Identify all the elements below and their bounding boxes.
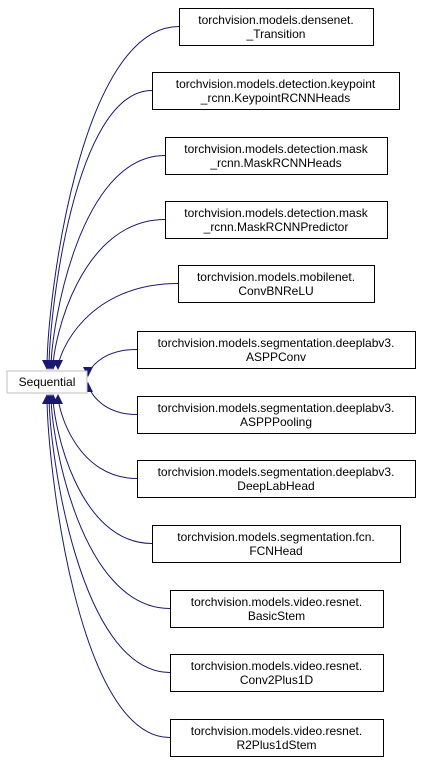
class-node[interactable]: torchvision.models.video.resnet.BasicSte… (170, 590, 384, 628)
class-node-box (137, 331, 416, 369)
class-node-label-line2: ASPPPooling (240, 415, 312, 429)
class-node-label-line2: ASPPConv (246, 350, 306, 364)
root-node-label: Sequential (19, 375, 76, 389)
class-node[interactable]: torchvision.models.segmentation.deeplabv… (137, 460, 416, 498)
class-node[interactable]: torchvision.models.detection.mask_rcnn.M… (165, 137, 388, 175)
class-node[interactable]: torchvision.models.segmentation.fcn.FCNH… (152, 525, 401, 563)
class-node-label-line1: torchvision.models.detection.mask (184, 206, 368, 220)
class-node[interactable]: torchvision.models.video.resnet.Conv2Plu… (170, 654, 384, 692)
class-node-box (137, 396, 416, 434)
class-node-label-line1: torchvision.models.segmentation.deeplabv… (158, 336, 395, 350)
class-node-label-line1: torchvision.models.segmentation.deeplabv… (158, 401, 395, 415)
nodes-layer: torchvision.models.densenet._Transitiont… (137, 8, 416, 757)
class-node[interactable]: torchvision.models.detection.keypoint_rc… (152, 72, 400, 110)
inheritance-edge (46, 155, 166, 370)
class-node-box (170, 590, 384, 628)
class-node-label-line1: torchvision.models.detection.keypoint (176, 77, 376, 91)
class-node-label-line2: ConvBNReLU (238, 284, 313, 298)
class-node-label-line1: torchvision.models.video.resnet. (191, 595, 362, 609)
inheritance-edge (53, 394, 138, 479)
class-node-box (152, 525, 401, 563)
class-node-box (152, 72, 400, 110)
inheritance-edge (83, 349, 138, 377)
class-node-box (170, 654, 384, 692)
inheritance-edge (44, 394, 171, 673)
root-node-box (6, 370, 88, 394)
class-node[interactable]: torchvision.models.video.resnet.R2Plus1d… (170, 719, 384, 757)
class-node-label-line1: torchvision.models.densenet. (198, 13, 353, 27)
class-node-box (165, 137, 388, 175)
class-node-label-line1: torchvision.models.video.resnet. (191, 724, 362, 738)
inheritance-edge (53, 283, 179, 370)
class-node[interactable]: torchvision.models.densenet._Transition (179, 8, 374, 46)
class-node-label-line1: torchvision.models.segmentation.deeplabv… (158, 465, 395, 479)
inheritance-edge (48, 219, 166, 370)
class-node[interactable]: torchvision.models.detection.mask_rcnn.M… (165, 201, 388, 239)
root-node[interactable]: Sequential (6, 370, 88, 394)
class-node-label-line2: _rcnn.MaskRCNNPredictor (203, 220, 349, 234)
class-node[interactable]: torchvision.models.segmentation.deeplabv… (137, 396, 416, 434)
inheritance-edge (46, 394, 171, 609)
class-node-label-line2: BasicStem (248, 609, 305, 623)
inheritance-edge (83, 382, 138, 415)
class-node-label-line2: FCNHead (249, 544, 302, 558)
class-node-box (170, 719, 384, 757)
class-node-label-line2: _rcnn.KeypointRCNNHeads (200, 91, 350, 105)
inheritance-edge (48, 394, 153, 544)
class-node-label-line1: torchvision.models.segmentation.fcn. (177, 530, 374, 544)
class-node-box (179, 8, 374, 46)
class-node-label-line2: _Transition (246, 27, 306, 41)
class-node-label-line2: Conv2Plus1D (240, 673, 314, 687)
class-node-box (178, 265, 375, 303)
class-node-box (165, 201, 388, 239)
inheritance-edge (44, 90, 153, 370)
class-node-label-line1: torchvision.models.video.resnet. (191, 659, 362, 673)
inheritance-edge (42, 394, 171, 738)
class-node[interactable]: torchvision.models.mobilenet.ConvBNReLU (178, 265, 375, 303)
class-node-label-line1: torchvision.models.detection.mask (184, 142, 368, 156)
class-node-label-line2: DeepLabHead (237, 479, 314, 493)
inheritance-edge (42, 26, 180, 370)
class-node[interactable]: torchvision.models.segmentation.deeplabv… (137, 331, 416, 369)
edges-layer (42, 26, 180, 738)
class-node-box (137, 460, 416, 498)
class-node-label-line2: _rcnn.MaskRCNNHeads (209, 156, 341, 170)
class-node-label-line2: R2Plus1dStem (236, 738, 316, 752)
class-node-label-line1: torchvision.models.mobilenet. (197, 270, 355, 284)
